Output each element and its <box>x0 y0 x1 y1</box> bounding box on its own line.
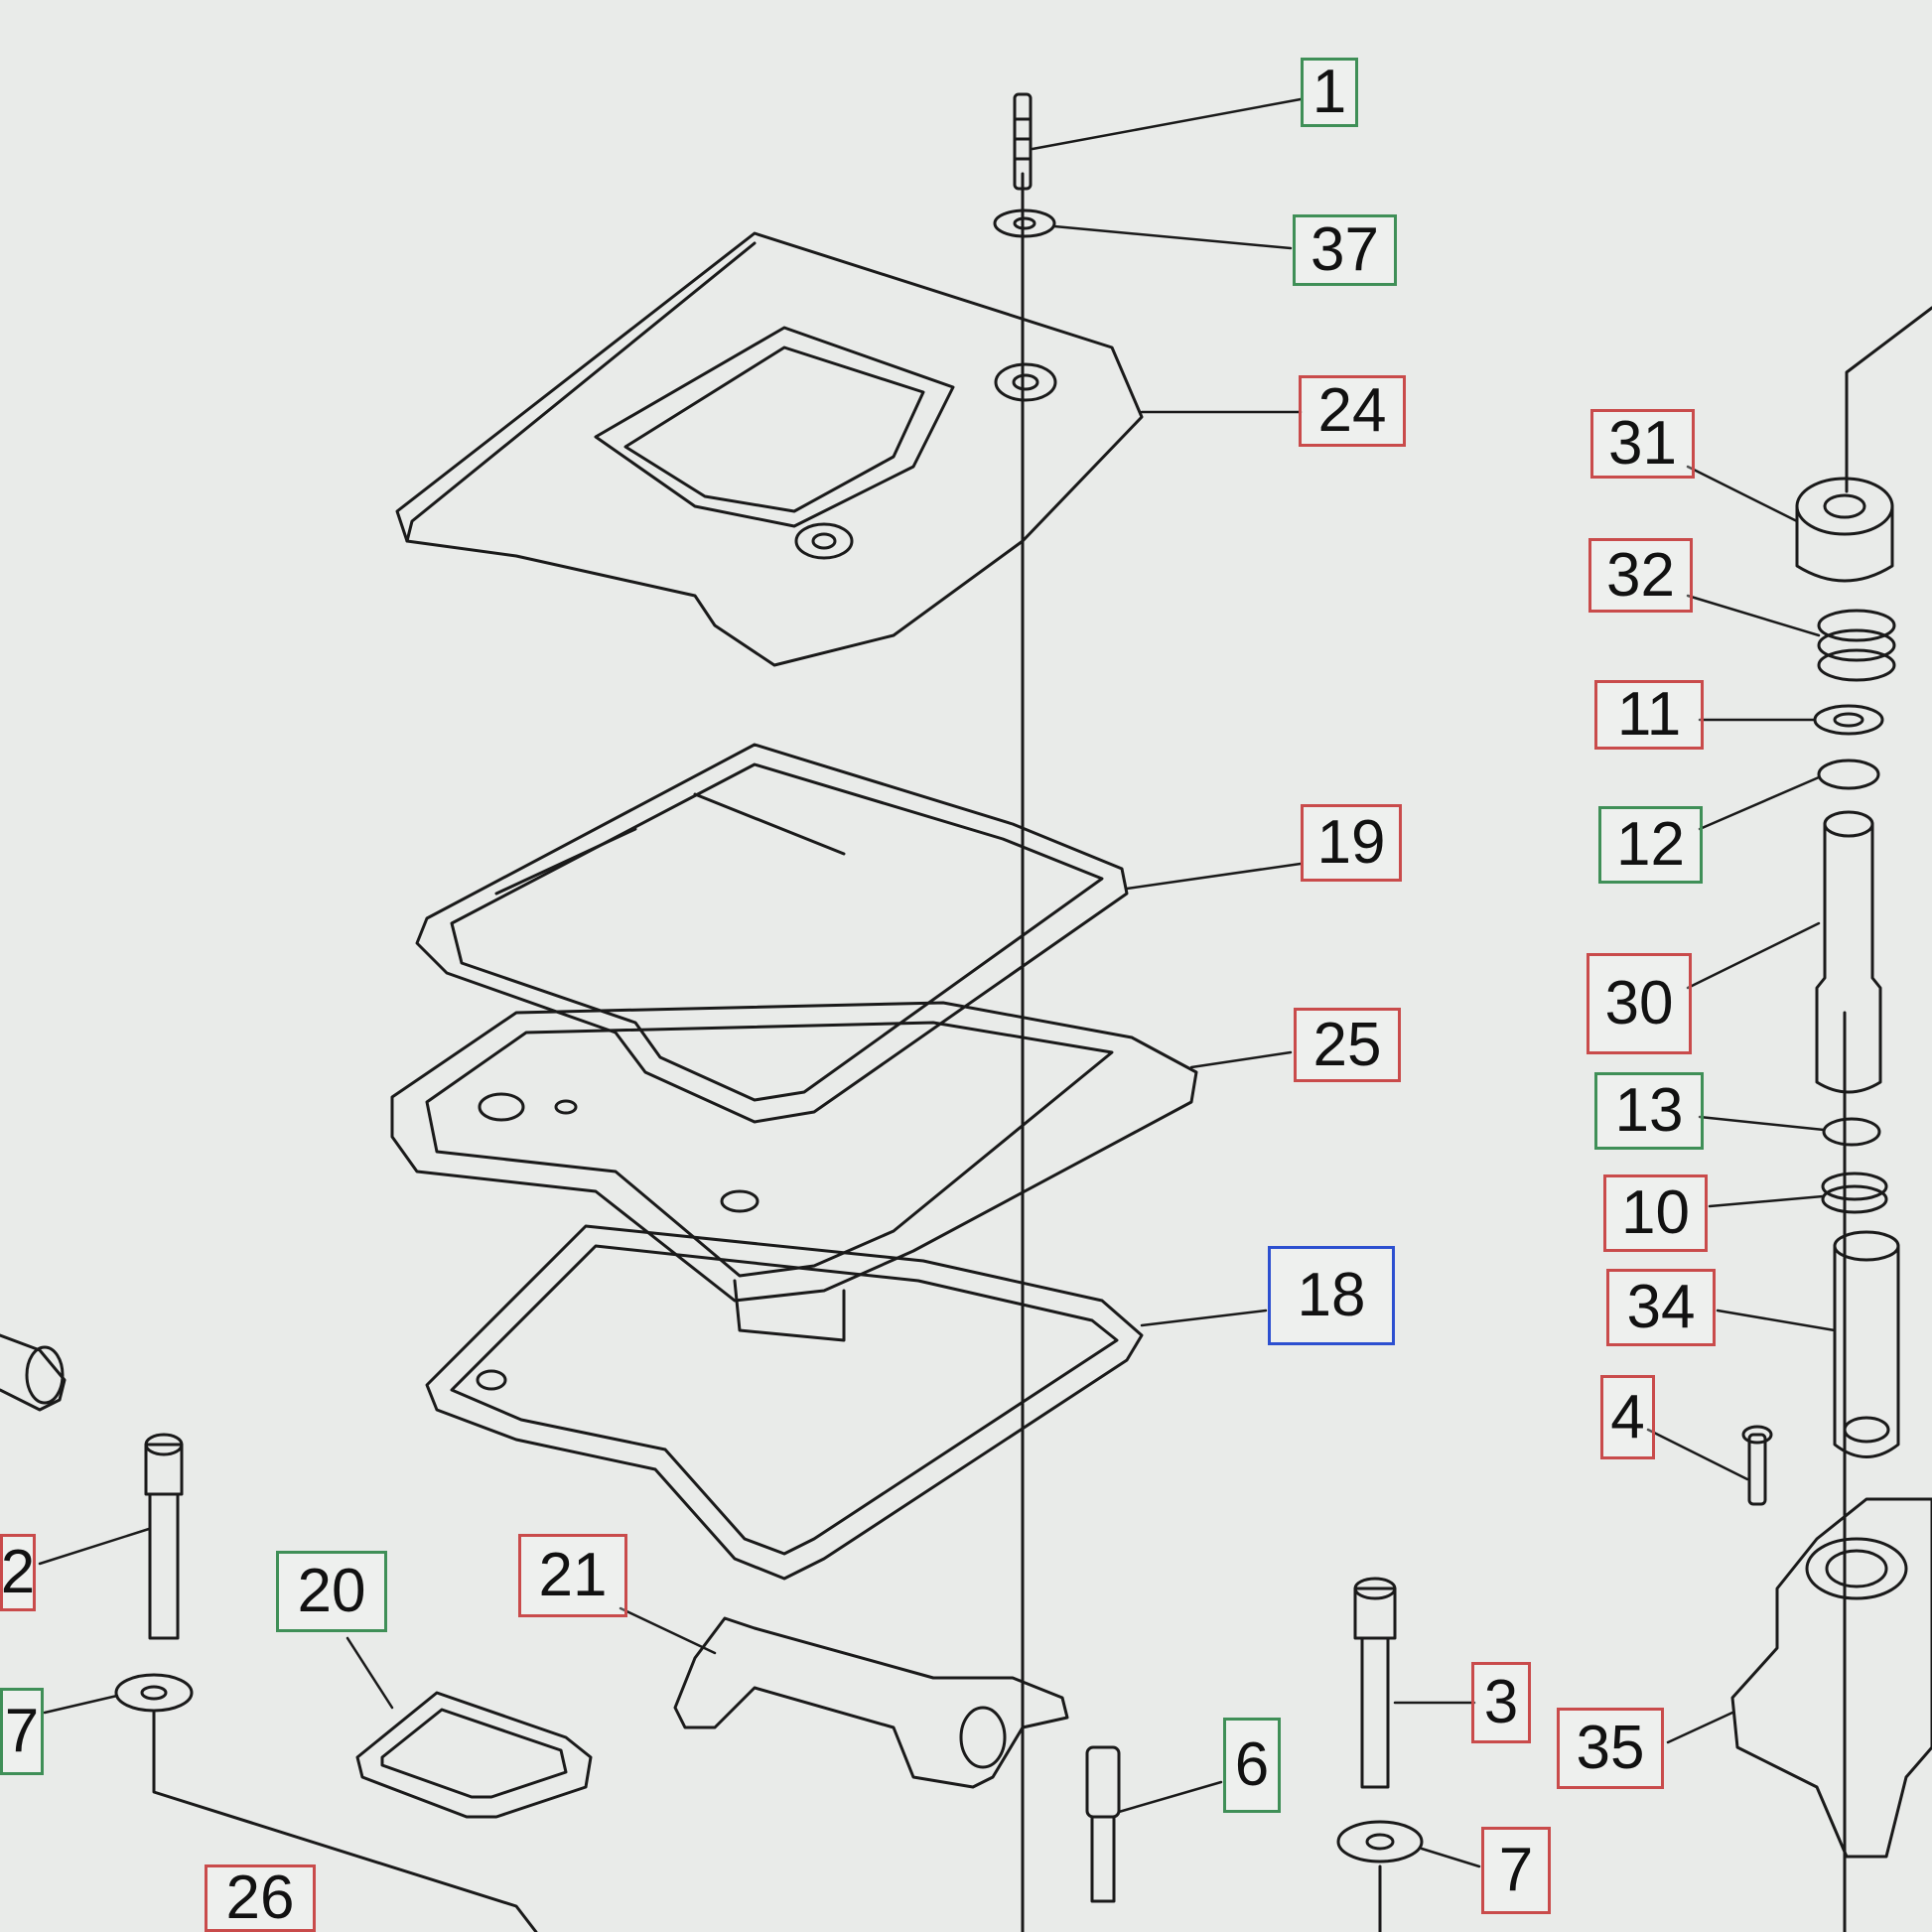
callout-label-26: 26 <box>205 1864 316 1932</box>
callout-label-2: 2 <box>0 1534 36 1611</box>
rocker-arm-part-21 <box>673 1616 1069 1789</box>
callout-label-1: 1 <box>1301 58 1358 127</box>
o-ring-part-13 <box>1822 1117 1881 1147</box>
callout-label-7: 7 <box>1481 1827 1551 1914</box>
callout-label-6: 6 <box>1223 1718 1281 1813</box>
washer-part-7-left <box>114 1673 194 1713</box>
callout-label-35: 35 <box>1557 1708 1664 1789</box>
cap-part-31 <box>1795 477 1894 583</box>
callout-label-30: 30 <box>1587 953 1692 1054</box>
leader-lines <box>38 97 1837 1868</box>
callout-label-25: 25 <box>1294 1008 1401 1082</box>
gasket-part-19 <box>415 743 1129 1124</box>
gasket-part-20 <box>355 1691 593 1819</box>
partial-cylinder-left <box>0 1333 67 1412</box>
callout-label-21: 21 <box>518 1534 627 1617</box>
callout-label-19: 19 <box>1301 804 1402 882</box>
screw-part-1 <box>1013 92 1033 191</box>
housing-part-25 <box>390 1001 1198 1342</box>
callout-label-13: 13 <box>1594 1072 1704 1150</box>
callout-label-18: 18 <box>1268 1246 1395 1345</box>
housing-part-35 <box>1730 1497 1932 1859</box>
o-ring-part-12 <box>1817 759 1880 790</box>
callout-label-20: 20 <box>276 1551 387 1632</box>
callout-label-7: 7 <box>0 1688 44 1775</box>
callout-label-32: 32 <box>1588 538 1693 613</box>
screw-part-4 <box>1741 1425 1773 1506</box>
bolt-part-2 <box>144 1433 184 1640</box>
callout-label-24: 24 <box>1299 375 1406 447</box>
callout-label-31: 31 <box>1590 409 1695 479</box>
washer-part-7-right <box>1336 1820 1424 1863</box>
callout-label-4: 4 <box>1600 1375 1655 1459</box>
screw-part-6 <box>1085 1745 1121 1903</box>
washer-part-37 <box>993 208 1056 238</box>
callout-label-11: 11 <box>1594 680 1704 750</box>
shaft-part-30 <box>1815 810 1882 1094</box>
callout-label-37: 37 <box>1293 214 1397 286</box>
bolt-part-3 <box>1353 1577 1397 1789</box>
washer-part-10 <box>1821 1172 1888 1214</box>
callout-label-10: 10 <box>1603 1174 1708 1252</box>
callout-label-12: 12 <box>1598 806 1703 884</box>
callout-label-34: 34 <box>1606 1269 1716 1346</box>
gasket-part-18 <box>425 1224 1144 1581</box>
cover-part-24 <box>395 231 1144 667</box>
spring-part-32 <box>1817 609 1896 682</box>
washer-part-11 <box>1813 704 1884 736</box>
callout-label-3: 3 <box>1471 1662 1531 1743</box>
sleeve-part-34 <box>1833 1230 1900 1458</box>
